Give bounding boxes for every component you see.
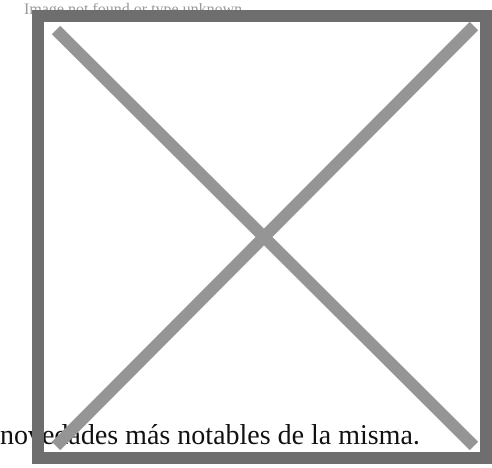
cross-line-up [51, 21, 479, 451]
image-frame [32, 10, 492, 464]
